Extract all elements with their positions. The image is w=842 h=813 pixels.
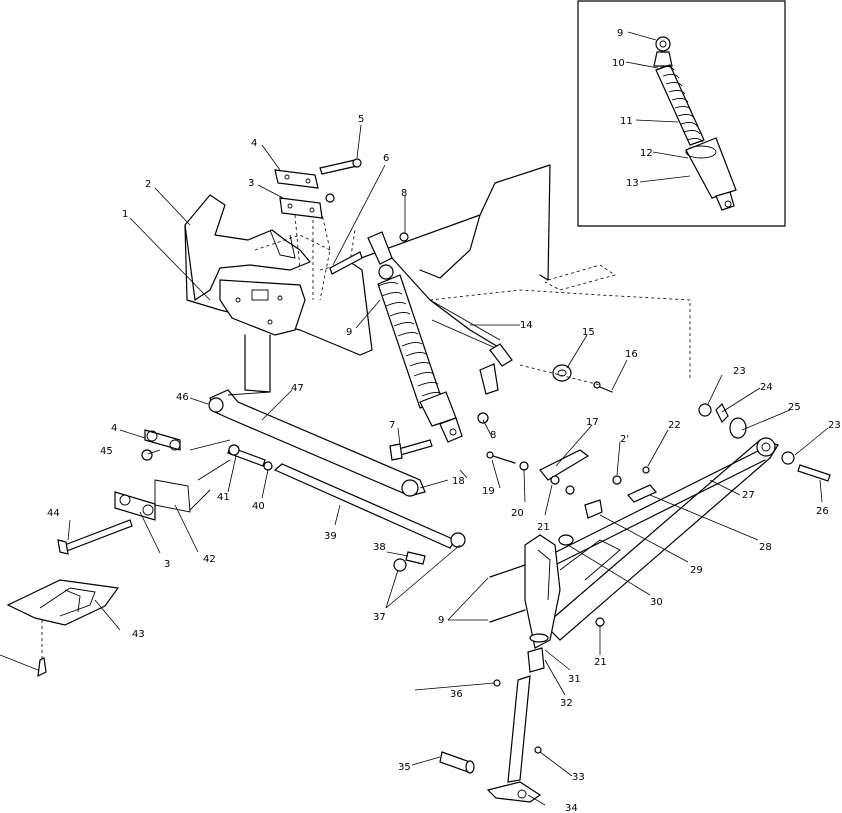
callout-31: 31 <box>568 674 581 685</box>
callout-10: 10 <box>612 58 625 69</box>
callout-36: 36 <box>450 689 463 700</box>
skid-plate <box>6 579 120 678</box>
callout-3-lower: 3 <box>164 559 170 570</box>
callout-29: 29 <box>690 565 703 576</box>
pivot-pin <box>439 751 475 774</box>
callout-40: 40 <box>252 501 265 512</box>
callout-5: 5 <box>358 114 364 125</box>
callout-4-lower: 4 <box>111 423 117 434</box>
callout-35: 35 <box>398 762 411 773</box>
callout-22: 22 <box>668 420 681 431</box>
lower-tie-rod <box>273 463 466 549</box>
callout-30: 30 <box>650 597 663 608</box>
callout-37: 37 <box>373 612 386 623</box>
callout-32: 32 <box>560 698 573 709</box>
lower-a-arm <box>539 437 779 641</box>
shock-detail-inset <box>577 0 786 227</box>
callout-21-middle: 21 <box>537 522 550 533</box>
left-small-parts <box>57 429 273 555</box>
callout-17: 17 <box>586 417 599 428</box>
callout-42: 42 <box>203 554 216 565</box>
callout-labels: 1 2 3 4 5 6 8 9 14 15 16 7 8 17 2' 22 23… <box>47 28 841 813</box>
callout-15: 15 <box>582 327 595 338</box>
callout-3: 3 <box>248 178 254 189</box>
callout-28: 28 <box>759 542 772 553</box>
callout-2: 2 <box>145 179 151 190</box>
misc-fasteners <box>393 402 831 754</box>
callout-43: 43 <box>132 629 145 640</box>
callout-33: 33 <box>572 772 585 783</box>
callout-44: 44 <box>47 508 60 519</box>
callout-34: 34 <box>565 803 578 813</box>
callout-18: 18 <box>452 476 465 487</box>
callout-23-left: 23 <box>733 366 746 377</box>
callout-8-top: 8 <box>401 188 407 199</box>
callout-26: 26 <box>816 506 829 517</box>
callout-45: 45 <box>100 446 113 457</box>
callout-21-right: 21 <box>594 657 607 668</box>
callout-1: 1 <box>122 209 128 220</box>
callout-6: 6 <box>383 153 389 164</box>
callout-27: 27 <box>742 490 755 501</box>
callout-12: 12 <box>640 148 653 159</box>
callout-14: 14 <box>520 320 533 331</box>
callout-38: 38 <box>373 542 386 553</box>
callout-19: 19 <box>482 486 495 497</box>
callout-7: 7 <box>389 420 395 431</box>
callout-23-right: 23 <box>828 420 841 431</box>
callout-16: 16 <box>625 349 638 360</box>
upper-mount-parts <box>269 158 409 300</box>
callout-4: 4 <box>251 138 257 149</box>
callout-9-shock: 9 <box>346 327 352 338</box>
callout-13: 13 <box>626 178 639 189</box>
upper-control-arm <box>208 389 426 497</box>
inset-shock-absorber <box>653 36 737 211</box>
callout-39: 39 <box>324 531 337 542</box>
callout-20: 20 <box>511 508 524 519</box>
bushing-and-screw <box>519 364 613 393</box>
callout-leaders <box>0 31 829 806</box>
callout-24: 24 <box>760 382 773 393</box>
callout-8-bottom: 8 <box>490 430 496 441</box>
callout-11: 11 <box>620 116 633 127</box>
callout-21-upper: 2' <box>620 434 629 445</box>
steering-knuckle <box>486 534 574 803</box>
callout-25: 25 <box>788 402 801 413</box>
callout-41: 41 <box>217 492 230 503</box>
frame-chassis <box>184 164 691 393</box>
shock-bolt <box>389 412 489 461</box>
callout-9-inset: 9 <box>617 28 623 39</box>
callout-46: 46 <box>176 392 189 403</box>
front-shock-absorber <box>367 231 513 443</box>
callout-9-knuckle: 9 <box>438 615 444 626</box>
callout-47: 47 <box>291 383 304 394</box>
